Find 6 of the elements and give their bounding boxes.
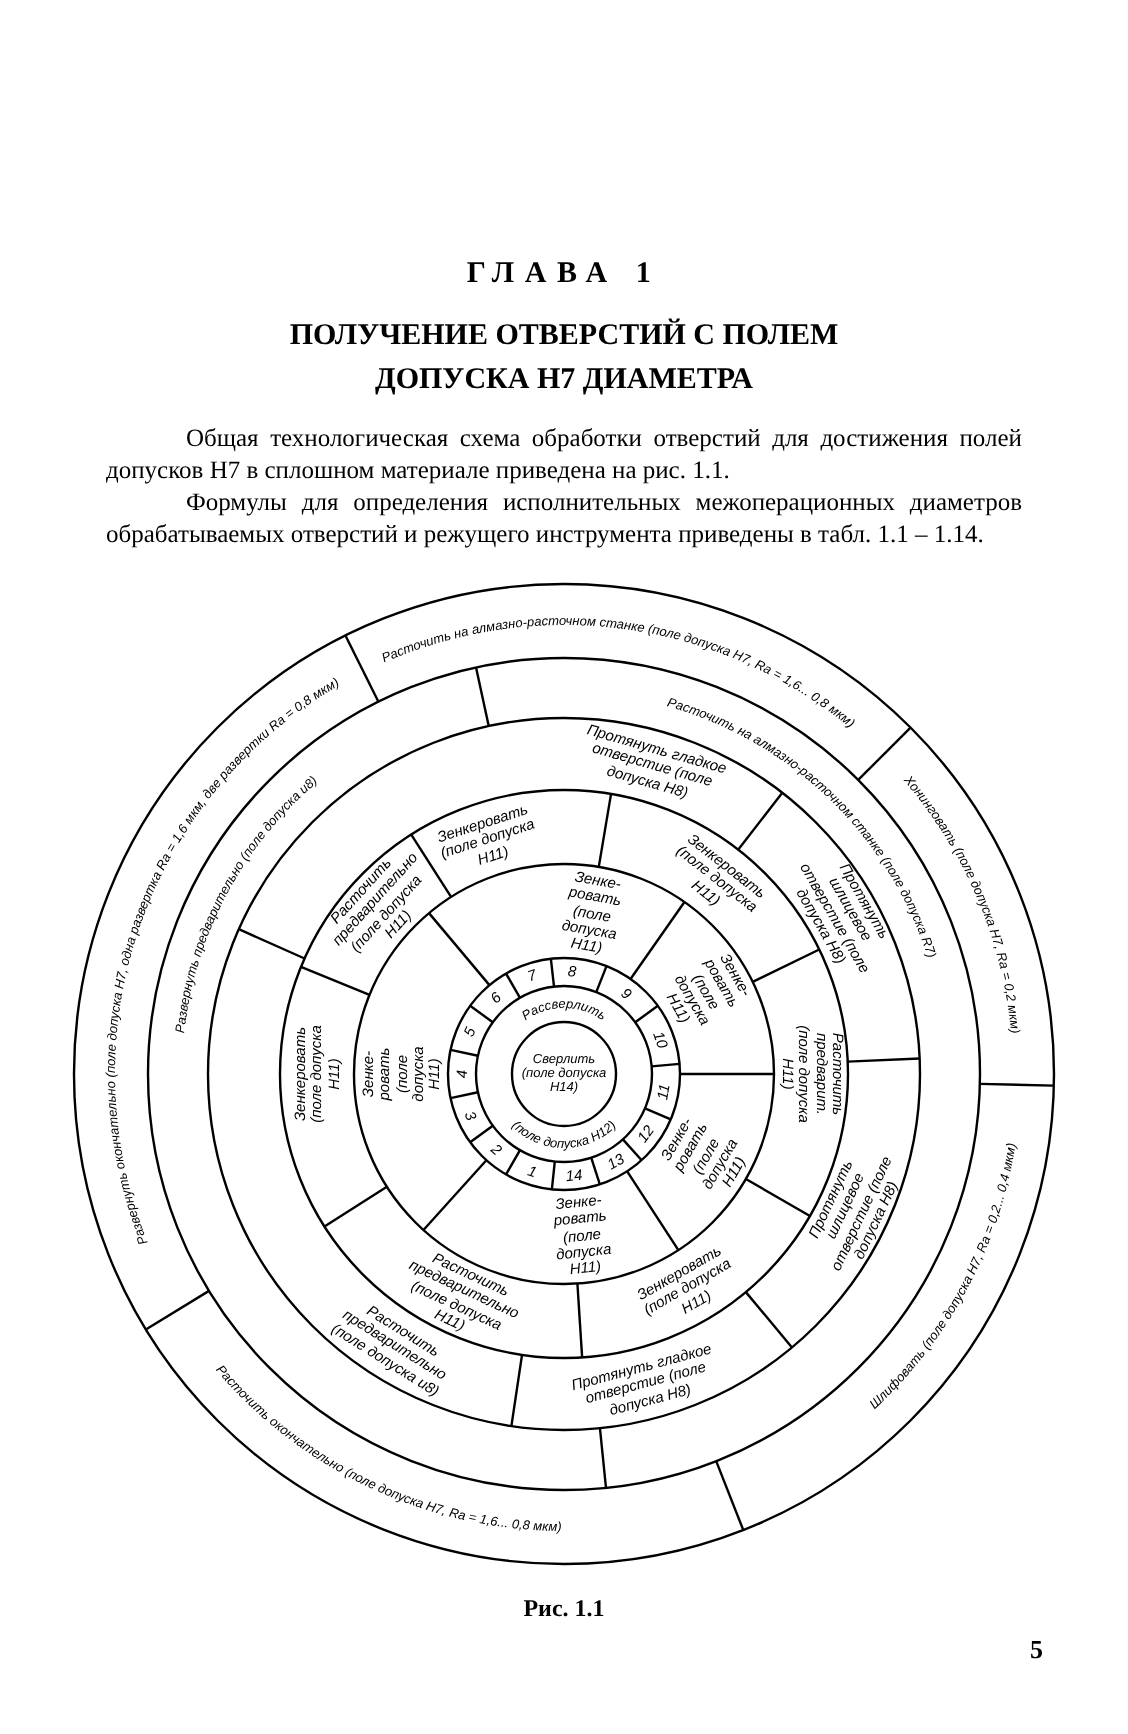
title: ПОЛУЧЕНИЕ ОТВЕРСТИЙ С ПОЛЕМ ДОПУСКА Н7 ДИАМЕТРА <box>287 316 841 399</box>
paragraph: Формулы для определения исполнительных межоперационных диаметров обрабатываемых отверстий и режущего инструмента приведены в табл. 1.1 – 1.14. <box>106 485 1022 549</box>
paragraph: Общая технологическая схема обработки отверстий для достижения полей допусков Н7 в сплошном материале приведена на рис. 1.1. <box>106 421 1022 485</box>
chapter-heading: ГЛАВА 1 <box>466 256 662 294</box>
page-number: 5 <box>1030 1632 1043 1668</box>
figure-caption: Рис. 1.1 <box>521 1592 607 1626</box>
